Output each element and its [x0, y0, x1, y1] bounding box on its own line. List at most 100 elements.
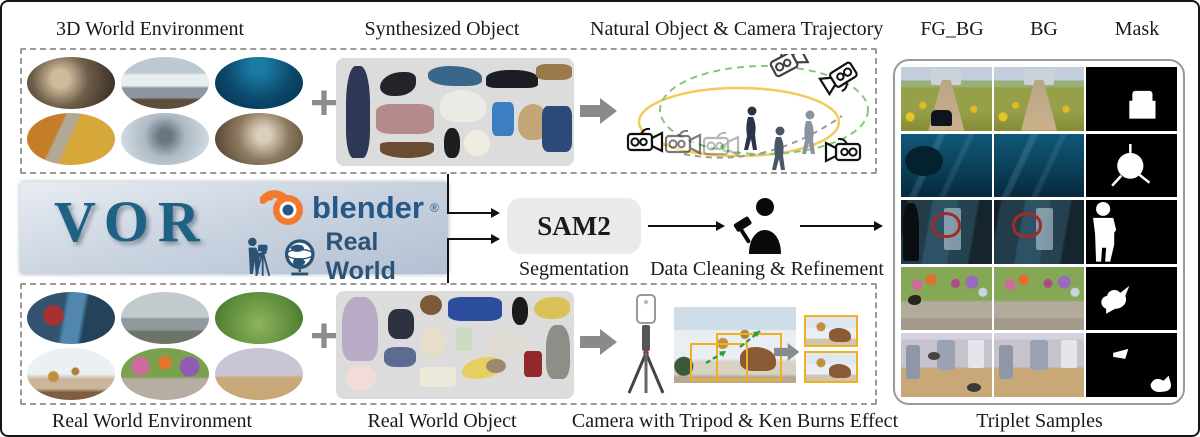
registered-mark: ®	[429, 201, 439, 215]
penguin-icon	[444, 128, 460, 158]
bus-icon	[448, 297, 502, 321]
triplet-fgbg-catroom	[901, 333, 992, 397]
penguin-icon	[512, 297, 528, 325]
label-3d-world-environment: 3D World Environment	[56, 18, 244, 40]
label-natural-object-camera-trajectory: Natural Object & Camera Trajectory	[590, 18, 884, 40]
ken-burns-frame-1	[804, 315, 858, 347]
triplet-fgbg-underwater	[901, 133, 992, 198]
synthesized-object-panel	[336, 58, 574, 166]
ken-burns-frame-2	[804, 351, 858, 383]
real-world-branch-box: +	[20, 283, 877, 405]
road-icon	[1020, 79, 1057, 131]
connector-top-arrowhead	[491, 208, 500, 218]
globe-icon	[284, 239, 315, 276]
truck-icon	[542, 106, 572, 152]
squirrel-icon	[829, 327, 851, 342]
building-courtyard-icon	[121, 292, 209, 344]
triplet-fgbg-garden	[901, 266, 992, 331]
restaurant-glasshouse-icon	[27, 292, 115, 344]
video-camera-right-icon	[818, 59, 862, 99]
triplet-mask-restaurant	[1086, 200, 1177, 264]
label-data-cleaning-refinement: Data Cleaning & Refinement	[650, 258, 884, 280]
triplet-mask-sunflower	[1086, 67, 1177, 131]
red-trellis-icon	[1011, 212, 1042, 239]
triplet-bg-catroom	[993, 333, 1085, 397]
data-cleaning-person-icon	[733, 198, 781, 254]
bird-icon	[908, 294, 922, 305]
video-camera-icon	[626, 127, 664, 153]
real-world-wordmark: Real World	[325, 228, 396, 285]
triplet-mask-catroom	[1086, 333, 1177, 397]
synthetic-branch-box: +	[20, 48, 877, 174]
flower-birdbath-icon	[121, 348, 209, 400]
bird-mask-icon	[1101, 285, 1130, 314]
env-3d-grid	[27, 57, 317, 165]
triplet-bg-restaurant	[993, 200, 1085, 264]
connector-top-horizontal	[447, 212, 491, 214]
connector-bottom-arrowhead	[491, 234, 500, 244]
flag-icon	[492, 102, 514, 136]
person-mask-icon	[1093, 202, 1117, 262]
video-camera-top-icon	[766, 54, 809, 80]
vor-title: VOR	[54, 189, 209, 254]
submarine-mask-icon	[1111, 143, 1151, 187]
video-camera-ghost-icon	[664, 129, 702, 155]
woman-icon	[342, 297, 378, 361]
cat-icon	[966, 382, 981, 392]
red-trellis-icon	[931, 212, 961, 239]
label-real-world-environment: Real World Environment	[51, 410, 253, 432]
snow-cabin-icon	[121, 57, 209, 109]
cats-mask-icon	[1113, 349, 1172, 393]
connector-bottom-horizontal	[447, 238, 491, 240]
backpack-icon	[388, 309, 414, 339]
garden-lawn-icon	[215, 292, 303, 344]
plus-sign-bottom: +	[310, 310, 339, 363]
person-silhouette-icon	[903, 203, 919, 262]
triplet-samples-panel	[893, 59, 1185, 405]
castle-icon	[931, 69, 962, 85]
boat-icon	[380, 142, 434, 158]
cat-tower-icon	[937, 339, 956, 370]
real-world-object-panel	[336, 291, 574, 399]
chicken-icon	[464, 130, 490, 156]
trajectory-path-gray	[683, 115, 843, 159]
bed-icon	[376, 104, 434, 134]
phone-tripod-icon	[627, 294, 665, 394]
alpaca-icon	[420, 327, 446, 357]
cave-rock-icon	[215, 113, 303, 165]
vor-banner: VOR blender ®	[20, 182, 448, 285]
sam2-box: SAM2	[507, 198, 641, 254]
blender-wordmark: blender	[312, 190, 424, 225]
video-camera-bottom-icon	[824, 137, 862, 163]
airplane-icon	[536, 64, 572, 80]
yellow-bird-icon	[534, 297, 570, 319]
ken-burns-output-frames	[804, 315, 858, 383]
triplet-mask-garden	[1086, 266, 1177, 331]
label-camera-tripod-ken-burns: Camera with Tripod & Ken Burns Effect	[571, 410, 899, 432]
submarine-icon	[905, 145, 943, 176]
cat-tower-icon	[999, 344, 1014, 379]
cabinet-icon	[968, 339, 985, 368]
block-arrow-icon	[580, 98, 617, 124]
cat-tower-icon	[1029, 339, 1048, 370]
triplet-bg-garden	[993, 266, 1085, 331]
arrow-cleaning-to-triplets	[800, 225, 874, 227]
cat-icon	[928, 352, 941, 361]
blender-brand-row: blender ®	[260, 188, 439, 228]
frozen-statue-icon	[121, 113, 209, 165]
camera-trajectory-diagram	[626, 54, 869, 170]
toy-car-icon	[384, 347, 416, 367]
triplet-bg-underwater	[993, 133, 1085, 198]
vehicle-icon	[930, 109, 952, 126]
woman-icon	[346, 66, 370, 158]
triplet-fgbg-sunflower	[901, 67, 992, 131]
triplet-mask-underwater	[1086, 133, 1177, 198]
label-fg-bg-column: FG_BG	[920, 18, 984, 40]
underwater-sea-icon	[215, 57, 303, 109]
ken-burns-motion-arrows	[705, 330, 761, 365]
lamp-icon	[380, 72, 416, 96]
squirrel-icon	[829, 363, 851, 378]
polar-bear-icon	[440, 90, 486, 122]
indoor-room-icon	[27, 57, 115, 109]
